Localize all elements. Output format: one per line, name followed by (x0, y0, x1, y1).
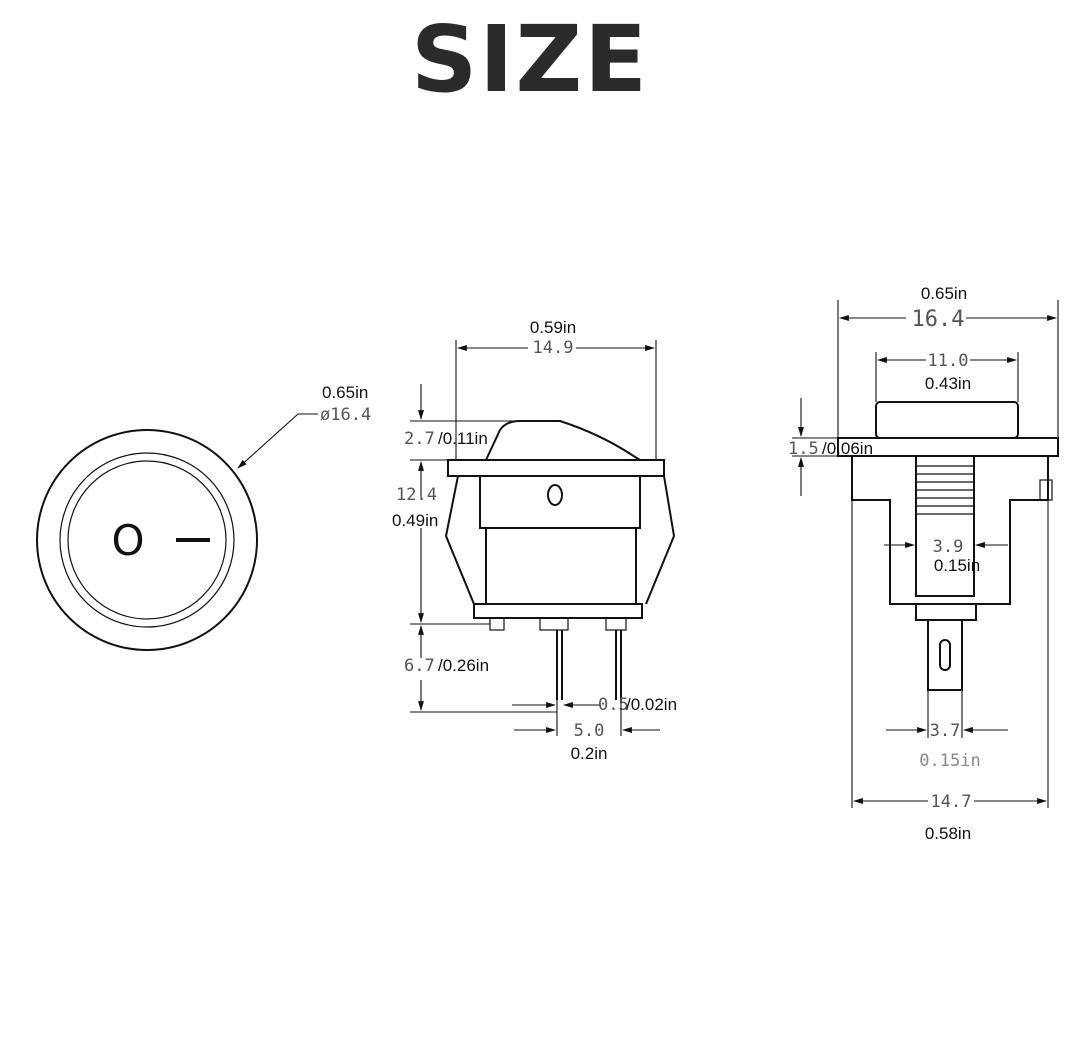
end-housing (851, 456, 1049, 605)
rocker-width-mm: 11.0 (928, 351, 969, 371)
side-clip (1039, 479, 1053, 501)
bezel-inner-circle (59, 452, 235, 628)
right-clip (645, 475, 676, 605)
terminal-thickness-mm: 0.5 (598, 695, 629, 715)
indicator-dot (547, 484, 563, 506)
terminal-pitch-in: 0.2in (571, 744, 608, 763)
front-view: O 0.65in ø16.4 (36, 383, 371, 651)
neck-ribs (916, 465, 974, 515)
flange-in: /0.06in (822, 439, 873, 458)
left-clip (444, 475, 475, 605)
body-height-mm: 12.4 (396, 485, 437, 505)
base-foot (605, 617, 627, 631)
off-mark: O (111, 516, 144, 565)
housing-lower (485, 527, 637, 605)
rocker-block (875, 401, 1019, 439)
terminal-width-mm: 3.7 (930, 721, 961, 741)
body-width-in: 0.58in (925, 824, 971, 843)
terminal-width-in: 0.15in (919, 751, 980, 771)
side-width-mm: 14.9 (533, 338, 574, 358)
terminal-pitch-mm: 5.0 (574, 721, 605, 741)
terminal-tab (927, 620, 963, 691)
neck-width-mm: 3.9 (933, 537, 964, 557)
rocker-actuator (485, 420, 641, 461)
diameter-leader (237, 413, 318, 469)
page-title: SIZE (410, 6, 650, 113)
front-diameter-in: 0.65in (322, 383, 368, 402)
side-view: 0.59in 14.9 2.7 /0.11in 12.4 0.49in 6.7 … (392, 318, 677, 763)
terminal-length-in: /0.26in (438, 656, 489, 675)
body-width-mm: 14.7 (931, 792, 972, 812)
base-foot (489, 617, 505, 631)
terminal-collar (915, 603, 977, 621)
front-diameter-mm: ø16.4 (320, 405, 371, 425)
rocker-width-in: 0.43in (925, 374, 971, 393)
terminal-slot (939, 639, 951, 671)
flange-mm: 1.5 (788, 439, 819, 459)
side-width-in: 0.59in (530, 318, 576, 337)
end-width-mm: 16.4 (912, 307, 965, 332)
terminal-thickness-in: /0.02in (626, 695, 677, 714)
end-view: 0.65in 16.4 11.0 0.43in 1.5 /0.06in 3.9 … (788, 284, 1059, 843)
rocker-height-in: /0.11in (438, 429, 488, 448)
body-height-in: 0.49in (392, 511, 438, 530)
end-width-in: 0.65in (921, 284, 967, 303)
terminal-base (473, 603, 643, 619)
neck (915, 455, 975, 597)
terminal-length-mm: 6.7 (404, 656, 435, 676)
neck-width-in: 0.15in (934, 556, 980, 575)
flange (447, 459, 665, 477)
rocker-face-circle (67, 460, 227, 620)
rocker-height-mm: 2.7 (404, 429, 435, 449)
base-foot (539, 617, 569, 631)
bezel-outer-circle (36, 429, 258, 651)
